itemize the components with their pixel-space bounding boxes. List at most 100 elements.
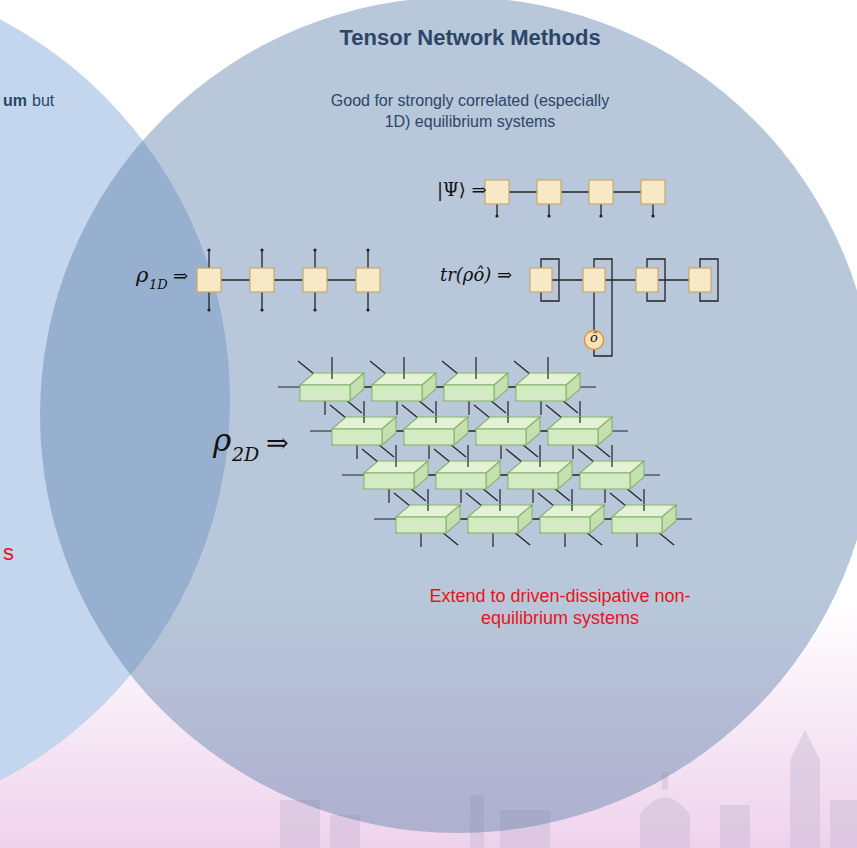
pepo-leg: [460, 489, 461, 503]
pepo-leg: [356, 445, 357, 459]
mpo-tensors: [197, 268, 380, 292]
red-goal-text: Extend to driven-dissipative non-equilib…: [410, 585, 710, 629]
pepo-leg: [507, 401, 508, 423]
pepo-leg: [331, 357, 332, 379]
subscript: 2D: [232, 444, 259, 465]
pepo-front-face: [516, 385, 566, 401]
pepo-leg: [331, 373, 332, 379]
pepo-front-face: [372, 385, 422, 401]
rho-symbol: ρ: [136, 264, 148, 287]
pepo-leg: [395, 445, 396, 467]
pepo-side-face: [630, 461, 644, 489]
pepo-leg: [475, 373, 476, 379]
pepo-leg: [539, 461, 540, 467]
trace-tensors: [530, 268, 711, 292]
pepo-leg: [324, 401, 325, 415]
pepo-front-face: [468, 517, 518, 533]
pepo-front-face: [444, 385, 494, 401]
pepo-leg: [467, 445, 468, 467]
pepo-leg: [492, 533, 493, 547]
operator-circle: [585, 331, 604, 350]
pepo-leg: [604, 489, 605, 503]
pepo-leg: [547, 357, 548, 379]
circle-subtitle: Good for strongly correlated (especially…: [320, 90, 620, 132]
pepo-side-face: [590, 505, 604, 533]
pepo-front-face: [404, 429, 454, 445]
pepo-front-face: [548, 429, 598, 445]
pepo-leg: [388, 489, 389, 503]
pepo-leg: [547, 373, 548, 379]
pepo-leg: [363, 401, 364, 423]
pepo-front-face: [476, 429, 526, 445]
pepo-leg: [507, 417, 508, 423]
pepo-leg: [571, 489, 572, 511]
pepo-leg: [499, 489, 500, 511]
mpo-leg-dots: [207, 248, 369, 311]
pepo-front-face: [580, 473, 630, 489]
mpo-bonds: [209, 250, 368, 310]
state-symbol: |Ψ⟩ ⇒: [437, 180, 487, 200]
cut-text: but: [32, 92, 54, 110]
pepo-leg: [539, 445, 540, 467]
pepo-leg: [564, 533, 565, 547]
pepo-side-face: [558, 461, 572, 489]
pepo-side-face: [486, 461, 500, 489]
pepo-side-face: [526, 417, 540, 445]
pepo-front-face: [364, 473, 414, 489]
pepo-leg: [403, 357, 404, 379]
pepo-leg: [540, 401, 541, 415]
pepo-grid: [278, 357, 692, 547]
pepo-side-face: [350, 373, 364, 401]
pepo-front-face: [540, 517, 590, 533]
subscript: 1D: [149, 278, 168, 292]
pepo-front-face: [300, 385, 350, 401]
pepo-leg: [579, 417, 580, 423]
pepo-side-face: [422, 373, 436, 401]
cut-red-text: s: [3, 540, 14, 566]
pepo-side-face: [494, 373, 508, 401]
implies-arrow: ⇒: [173, 266, 188, 286]
mps-tensors: [485, 180, 665, 204]
pepo-leg: [475, 357, 476, 379]
cut-text: um: [3, 92, 27, 110]
pepo-leg: [435, 417, 436, 423]
pepo-side-face: [414, 461, 428, 489]
rho-symbol: ρ: [213, 423, 231, 457]
pepo-side-face: [446, 505, 460, 533]
pepo-side-face: [518, 505, 532, 533]
pepo-leg: [643, 489, 644, 511]
pepo-side-face: [662, 505, 676, 533]
pepo-leg: [468, 401, 469, 415]
mps-leg-dots: [495, 214, 654, 217]
pepo-leg: [420, 533, 421, 547]
pepo-leg: [428, 445, 429, 459]
pepo-leg: [571, 505, 572, 511]
pepo-front-face: [396, 517, 446, 533]
pepo-leg: [467, 461, 468, 467]
pepo-leg: [532, 489, 533, 503]
pepo-side-face: [454, 417, 468, 445]
pepo-leg: [499, 505, 500, 511]
pepo-leg: [500, 445, 501, 459]
pepo-leg: [427, 505, 428, 511]
operator-symbol: ô: [590, 331, 598, 345]
pepo-side-face: [382, 417, 396, 445]
pepo-side-face: [566, 373, 580, 401]
pepo-leg: [643, 505, 644, 511]
pepo-leg: [435, 401, 436, 423]
pepo-front-face: [436, 473, 486, 489]
trace-symbol: tr(ρô) ⇒: [440, 265, 512, 285]
trace-bonds: [541, 259, 718, 356]
pepo-leg: [611, 461, 612, 467]
circle-title: Tensor Network Methods: [340, 25, 601, 51]
pepo-side-face: [598, 417, 612, 445]
pepo-leg: [403, 373, 404, 379]
implies-arrow: ⇒: [266, 428, 289, 458]
mps-bonds: [497, 192, 653, 216]
pepo-leg: [579, 401, 580, 423]
circle-fill: [40, 0, 857, 833]
pepo-leg: [363, 417, 364, 423]
pepo-leg: [427, 489, 428, 511]
pepo-front-face: [508, 473, 558, 489]
pepo-front-face: [332, 429, 382, 445]
